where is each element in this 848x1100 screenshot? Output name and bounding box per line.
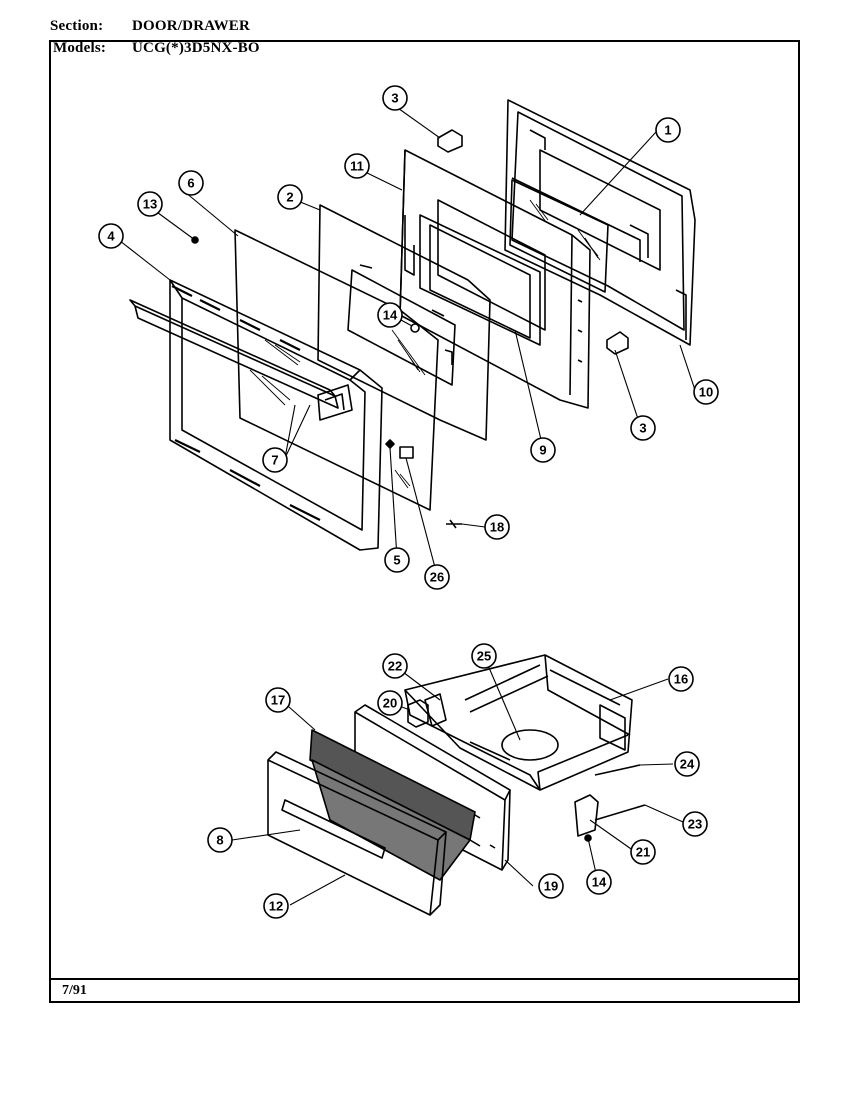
- callout-20: 20: [377, 690, 403, 716]
- callout-1: 1: [655, 117, 681, 143]
- callout-13: 13: [137, 191, 163, 217]
- callout-10: 10: [693, 379, 719, 405]
- callout-2: 2: [277, 184, 303, 210]
- drawer-body: [404, 654, 633, 791]
- svg-text:18: 18: [490, 520, 504, 535]
- svg-text:12: 12: [269, 899, 283, 914]
- svg-text:8: 8: [216, 833, 223, 848]
- callout-18: 18: [484, 514, 510, 540]
- svg-text:4: 4: [107, 229, 115, 244]
- svg-text:25: 25: [477, 649, 491, 664]
- svg-text:23: 23: [688, 817, 702, 832]
- inner-glass: [234, 229, 439, 511]
- svg-text:22: 22: [388, 659, 402, 674]
- svg-text:9: 9: [539, 443, 546, 458]
- callout-23: 23: [682, 811, 708, 837]
- svg-text:5: 5: [393, 553, 400, 568]
- callout-22: 22: [382, 653, 408, 679]
- callout-25: 25: [471, 643, 497, 669]
- svg-text:16: 16: [674, 672, 688, 687]
- models-value: UCG(*)3D5NX-BO: [132, 40, 260, 56]
- footer-date: 7/91: [62, 983, 87, 998]
- callout-3: 3: [382, 85, 408, 111]
- rail-24: [594, 764, 641, 776]
- svg-text:3: 3: [391, 91, 398, 106]
- svg-text:20: 20: [383, 696, 397, 711]
- svg-text:17: 17: [271, 693, 285, 708]
- screw-14-door: [410, 323, 420, 333]
- callout-14: 14: [377, 302, 403, 328]
- outer-door-panel: [504, 99, 696, 346]
- drawer-outer-front: [267, 751, 447, 916]
- svg-text:24: 24: [680, 757, 695, 772]
- models-label: Models:: [53, 40, 107, 56]
- bracket-20: [407, 699, 429, 728]
- door-handle: [129, 299, 353, 421]
- callout-26: 26: [424, 564, 450, 590]
- svg-text:21: 21: [636, 845, 650, 860]
- callout-5: 5: [384, 547, 410, 573]
- callout-24: 24: [674, 751, 700, 777]
- callout-4: 4: [98, 223, 124, 249]
- svg-text:14: 14: [592, 875, 607, 890]
- rail-23: [594, 804, 646, 821]
- callout-12: 12: [263, 893, 289, 919]
- svg-text:7: 7: [271, 453, 278, 468]
- heat-shield: [317, 204, 491, 441]
- svg-text:3: 3: [639, 421, 646, 436]
- svg-text:26: 26: [430, 570, 444, 585]
- section-value: DOOR/DRAWER: [132, 18, 251, 34]
- callout-6: 6: [178, 170, 204, 196]
- hinge-bracket-top: [437, 129, 463, 153]
- outer-glass: [509, 179, 609, 293]
- front-door-frame: [169, 279, 383, 551]
- callout-16: 16: [668, 666, 694, 692]
- clip-18: [446, 519, 462, 529]
- label-26: [399, 446, 414, 459]
- callout-3: 3: [630, 415, 656, 441]
- diagram-frame: [49, 40, 800, 1003]
- svg-text:10: 10: [699, 385, 713, 400]
- clip-21: [574, 794, 599, 837]
- callout-17: 17: [265, 687, 291, 713]
- callout-21: 21: [630, 839, 656, 865]
- callout-8: 8: [207, 827, 233, 853]
- svg-text:1: 1: [664, 123, 671, 138]
- drawer-handle: [281, 799, 386, 859]
- svg-text:19: 19: [544, 879, 558, 894]
- screw-5: [385, 439, 395, 449]
- callout-11: 11: [344, 153, 370, 179]
- section-label: Section:: [50, 18, 104, 34]
- svg-text:11: 11: [350, 159, 364, 174]
- svg-text:14: 14: [383, 308, 398, 323]
- svg-text:13: 13: [143, 197, 157, 212]
- hinge-bracket-bottom: [606, 331, 629, 355]
- svg-text:2: 2: [286, 190, 293, 205]
- callout-9: 9: [530, 437, 556, 463]
- svg-text:6: 6: [187, 176, 194, 191]
- callout-7: 7: [262, 447, 288, 473]
- footer-divider: [49, 978, 800, 980]
- callout-19: 19: [538, 873, 564, 899]
- inner-door-frame: [399, 149, 591, 409]
- callout-14: 14: [586, 869, 612, 895]
